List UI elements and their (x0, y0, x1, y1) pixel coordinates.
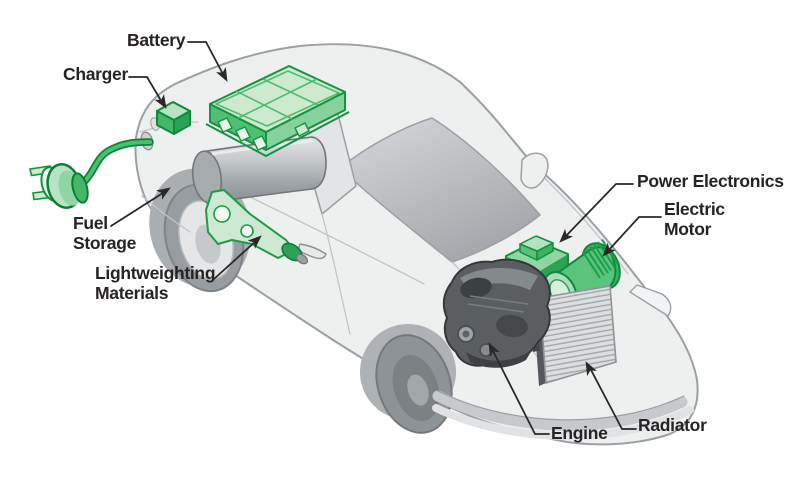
engine-label: Engine (551, 423, 608, 443)
electric-motor-leader (606, 216, 662, 253)
door-handle (297, 243, 327, 260)
fuel-tank-illustration (191, 136, 327, 204)
charger-leader (128, 76, 164, 105)
engine-leader (491, 348, 550, 435)
power-electronics-leader (563, 183, 634, 239)
electric-motor-label: Electric Motor (664, 199, 725, 239)
charger-label: Charger (63, 64, 129, 84)
radiator-label: Radiator (638, 415, 707, 435)
leader-lines (110, 41, 662, 435)
engine-illustration (442, 258, 551, 368)
fuel-storage-label: Fuel Storage (73, 213, 137, 253)
battery-illustration (205, 65, 350, 157)
lightweighting-leader (213, 239, 258, 280)
windshield (339, 117, 541, 263)
power-electronics-label: Power Electronics (637, 171, 784, 191)
battery-label: Battery (127, 30, 186, 50)
suspension-arm-illustration (205, 189, 309, 265)
plug-icon (29, 163, 89, 209)
radiator-leader (589, 367, 637, 430)
headlight (629, 284, 672, 317)
lightweighting-materials-label: Lightweighting Materials (95, 263, 216, 303)
charging-cable (80, 138, 154, 186)
fuel-storage-leader (110, 190, 167, 227)
battery-grid (215, 70, 340, 127)
side-mirror (520, 152, 549, 189)
front-bumper (432, 390, 694, 440)
battery-leader (187, 41, 225, 77)
